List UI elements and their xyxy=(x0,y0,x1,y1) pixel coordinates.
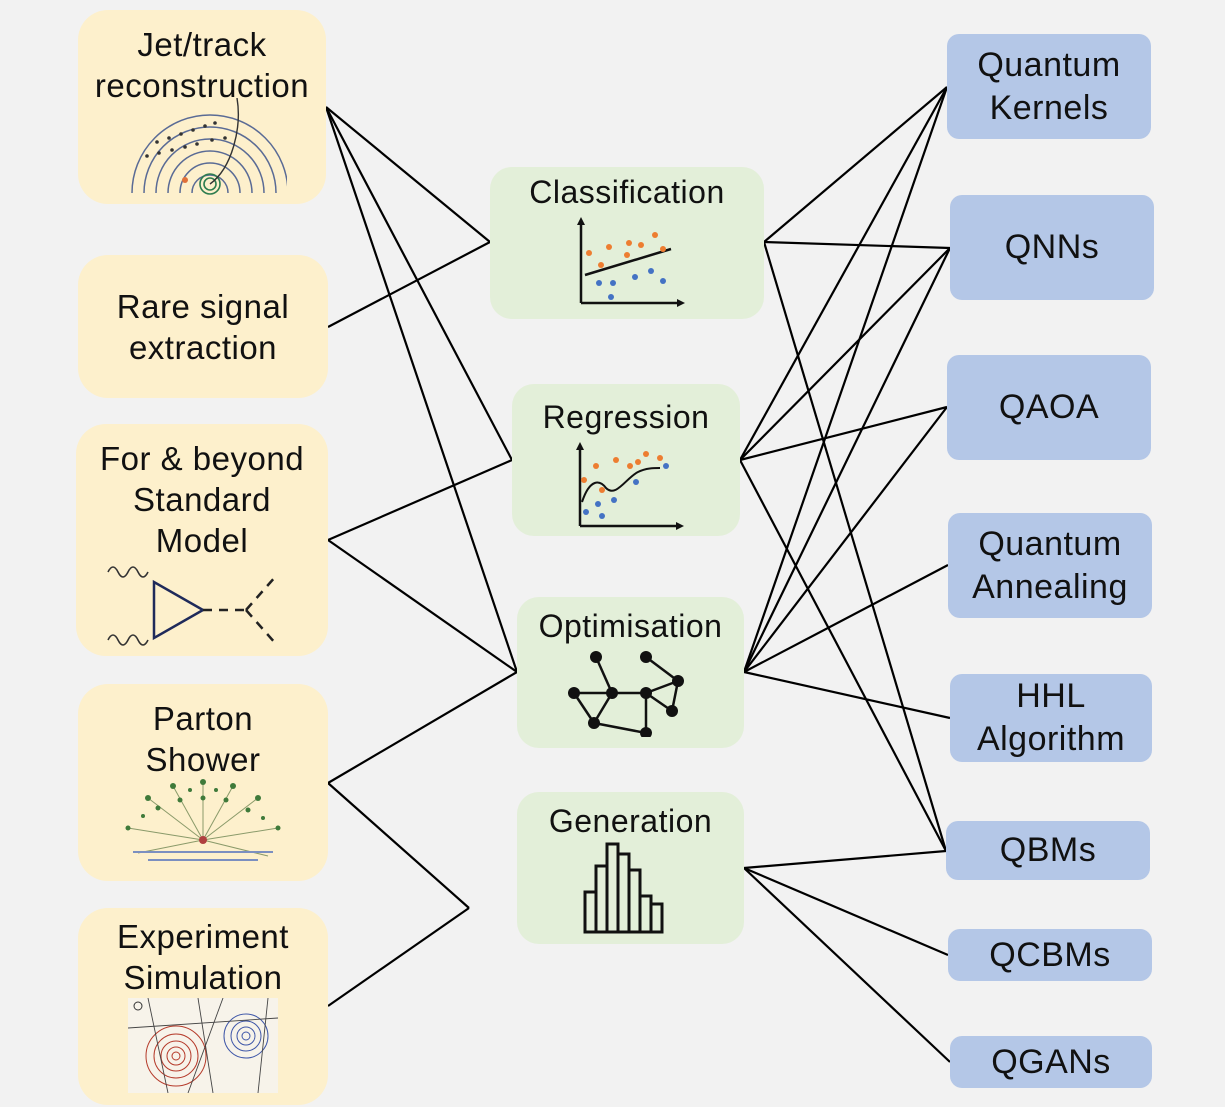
quantum-method-qgans: QGANs xyxy=(950,1036,1152,1088)
quantum-method-quantum-annealing: Quantum Annealing xyxy=(948,513,1152,618)
connector-parton-to-opt xyxy=(327,671,518,784)
connector-class-to-qnn xyxy=(763,240,951,250)
connector-expsim-to-gen xyxy=(327,907,470,1007)
physics-task-rare-signal-extraction: Rare signal extraction xyxy=(78,255,328,398)
physics-task-label: For & beyond Standard Model xyxy=(99,440,305,559)
ml-task-label: Generation xyxy=(548,803,713,839)
quantum-method-label: QBMs xyxy=(999,831,1097,869)
connector-parton-to-gen xyxy=(327,782,470,909)
quantum-method-qcbms: QCBMs xyxy=(948,929,1152,981)
ml-task-label: Regression xyxy=(542,399,710,435)
physics-task-label: Jet/track reconstruction xyxy=(94,26,310,104)
histogram-icon xyxy=(583,842,663,934)
curve-fit-icon xyxy=(576,442,684,530)
bubble-chamber-icon xyxy=(128,998,278,1093)
ml-task-regression: Regression xyxy=(512,384,740,536)
connector-class-to-qbm xyxy=(762,241,948,852)
connector-reg-to-qbm xyxy=(739,459,947,852)
connector-bsm-to-opt xyxy=(327,539,518,673)
graph-network-icon xyxy=(567,651,684,737)
detector-tracks-icon xyxy=(131,98,287,195)
connector-rare-to-class xyxy=(327,241,491,328)
physics-task-parton-shower: Parton Shower xyxy=(78,684,328,881)
feynman-diagram-icon xyxy=(107,566,277,646)
quantum-method-label: QCBMs xyxy=(989,935,1111,974)
connector-jet-to-opt xyxy=(324,106,519,673)
ml-task-generation: Generation xyxy=(517,792,744,944)
quantum-method-qbms: QBMs xyxy=(946,821,1150,880)
physics-task-label: Parton Shower xyxy=(145,700,261,778)
quantum-method-qaoa: QAOA xyxy=(947,355,1151,460)
quantum-method-hhl-algorithm: HHL Algorithm xyxy=(950,674,1152,762)
connector-gen-to-qcbm xyxy=(743,866,949,957)
physics-task-experiment-simulation: Experiment Simulation xyxy=(78,908,328,1105)
quantum-method-label: QNNs xyxy=(1004,228,1100,266)
ml-task-optimisation: Optimisation xyxy=(517,597,744,748)
parton-shower-icon xyxy=(125,779,281,861)
quantum-method-label: QGANs xyxy=(991,1042,1111,1081)
scatter-classification-icon xyxy=(577,217,685,307)
connector-gen-to-qgan xyxy=(743,867,951,1063)
physics-task-jet-track-reconstruction: Jet/track reconstruction xyxy=(78,10,326,204)
ml-task-label: Optimisation xyxy=(538,608,723,644)
connector-reg-to-qaoa xyxy=(739,405,948,462)
ml-task-classification: Classification xyxy=(490,167,764,319)
connector-opt-to-qnn xyxy=(743,247,951,673)
ml-task-label: Classification xyxy=(529,174,725,210)
quantum-method-label: Quantum Annealing xyxy=(972,524,1128,606)
connector-opt-to-qk xyxy=(742,86,949,673)
physics-task-label: Rare signal extraction xyxy=(116,287,290,366)
connector-reg-to-qnn xyxy=(739,247,951,461)
connector-reg-to-qk xyxy=(739,86,948,461)
connector-bsm-to-reg xyxy=(327,458,513,542)
connector-opt-to-qaoa xyxy=(743,406,948,673)
connector-opt-to-qa xyxy=(743,564,949,673)
connector-jet-to-class xyxy=(325,106,491,243)
connector-gen-to-qbm xyxy=(743,849,947,870)
quantum-method-qnns: QNNs xyxy=(950,195,1154,300)
quantum-method-quantum-kernels: Quantum Kernels xyxy=(947,34,1151,139)
physics-task-label: Experiment Simulation xyxy=(117,918,289,996)
quantum-method-label: HHL Algorithm xyxy=(976,677,1126,758)
connector-jet-to-reg xyxy=(325,106,513,461)
connector-opt-to-hhl xyxy=(743,670,951,720)
connector-class-to-qk xyxy=(763,86,948,243)
quantum-method-label: Quantum Kernels xyxy=(977,45,1121,127)
quantum-method-label: QAOA xyxy=(998,388,1100,426)
physics-task-for-beyond-standard-model: For & beyond Standard Model xyxy=(76,424,328,656)
